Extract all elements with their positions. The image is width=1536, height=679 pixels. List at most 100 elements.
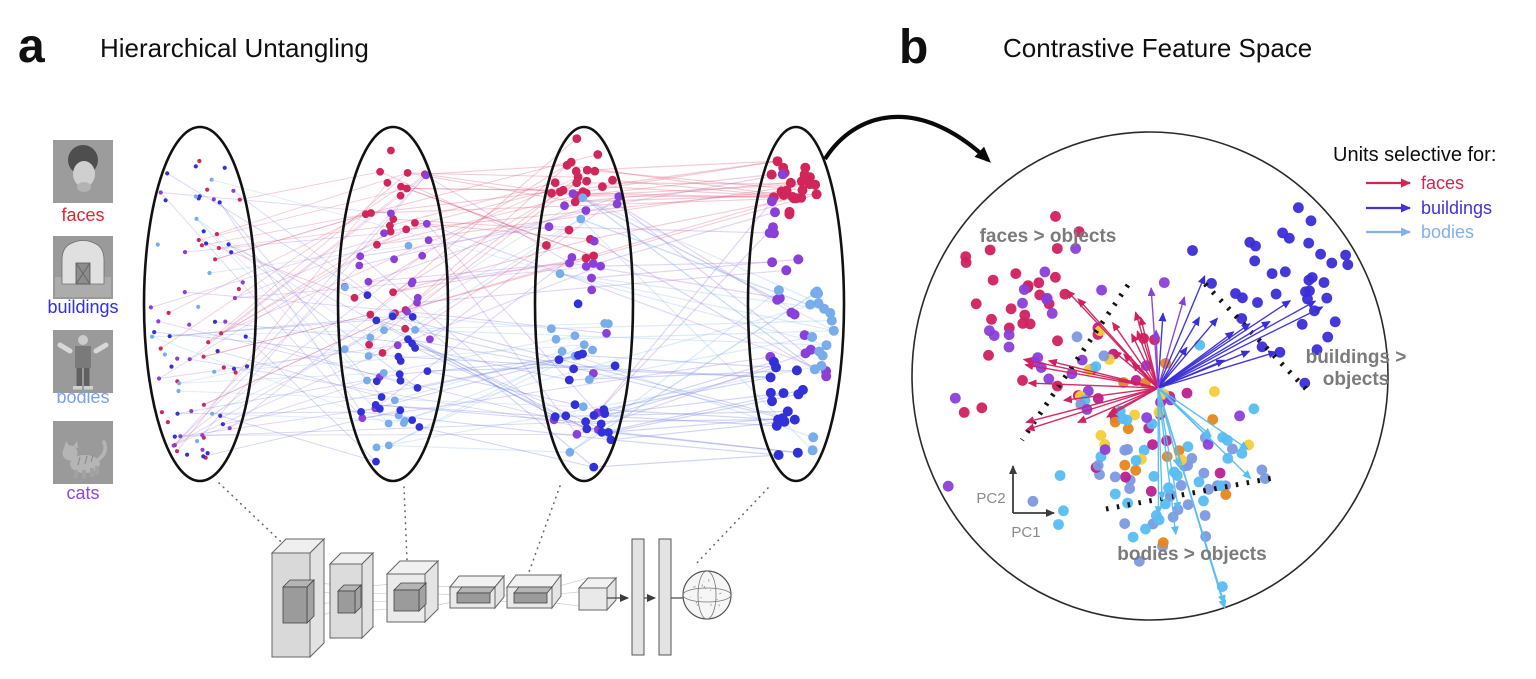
connection-line [616, 203, 795, 316]
selectivity-arrow [1066, 289, 1159, 389]
connection-line [214, 321, 413, 344]
connection-line [610, 439, 779, 456]
feature-dot [1186, 453, 1198, 464]
unit-dot [772, 156, 783, 167]
selectivity-arrow [1157, 350, 1278, 389]
unit-dot [610, 361, 620, 371]
unit-dot [372, 377, 381, 386]
feature-dot [1133, 555, 1145, 567]
feature-dot [1318, 277, 1330, 288]
feature-dot [1039, 266, 1051, 278]
pc-axes: PC2 PC1 [976, 465, 1055, 541]
connection-line [593, 414, 777, 427]
input-label-bodies: bodies [56, 387, 109, 407]
unit-dot [826, 315, 837, 326]
unit-dot [177, 381, 182, 386]
feature-dot [1041, 294, 1053, 305]
cnn-embedding-sphere [682, 570, 732, 620]
legend: Units selective for: faces buildings bod… [1333, 144, 1496, 242]
region-label-faces: faces > objects [980, 226, 1117, 247]
connection-line [219, 202, 362, 413]
layer-ellipse-4 [746, 125, 846, 483]
feature-dot [1148, 471, 1160, 482]
feature-dot [1003, 341, 1015, 353]
cat-head-shape [62, 445, 78, 461]
unit-dot [214, 232, 219, 237]
feature-dot [1303, 237, 1315, 249]
selectivity-arrow [1062, 387, 1159, 404]
feature-dot [1187, 245, 1198, 256]
feature-dot [1237, 292, 1248, 304]
connection-line [388, 302, 819, 425]
unit-dot [155, 242, 160, 247]
connection-line [234, 265, 601, 299]
connection-line [383, 335, 576, 374]
unit-dot [402, 225, 411, 234]
connection-line [361, 411, 611, 441]
unit-dot [189, 409, 194, 414]
selectivity-arrow [1024, 362, 1159, 389]
feature-dot [1109, 471, 1121, 483]
unit-dot [366, 310, 375, 319]
cnn-conv-layer-6 [577, 576, 618, 612]
connection-line [582, 197, 816, 370]
connection-line [407, 172, 576, 203]
unit-dot [587, 273, 596, 283]
feature-dot [1059, 288, 1071, 300]
connection-line [180, 407, 376, 437]
feature-dot [1266, 268, 1278, 279]
connection-line [196, 218, 371, 338]
feature-dot [1198, 467, 1210, 479]
unit-dot [819, 303, 830, 314]
unit-dot [582, 165, 592, 175]
connection-line [582, 197, 816, 370]
connection-line [575, 180, 802, 203]
connection-line [196, 218, 389, 424]
unit-dot [408, 416, 417, 424]
body-foot-left [73, 386, 82, 390]
unit-dot [175, 356, 180, 361]
feature-dot [942, 480, 954, 492]
connection-line [392, 238, 591, 293]
connection-line [359, 255, 555, 421]
connection-line [392, 182, 577, 293]
unit-dot [231, 188, 236, 193]
unit-dot [589, 251, 598, 261]
connection-line [217, 350, 382, 398]
connection-line [411, 262, 570, 284]
unit-dot [379, 369, 388, 377]
unit-dot [244, 364, 250, 369]
layer-connector-3 [528, 485, 561, 573]
connection-line [406, 190, 787, 230]
connection-line [203, 314, 371, 358]
unit-dot [355, 261, 364, 270]
sphere-speckle [692, 585, 696, 588]
unit-dot [358, 414, 367, 422]
unit-dot [558, 185, 568, 195]
feature-dot [1236, 447, 1248, 459]
connection-line [587, 169, 803, 191]
unit-dot [340, 345, 349, 354]
selectivity-arrow [1077, 387, 1159, 423]
connection-line [419, 426, 594, 468]
connection-line [375, 404, 602, 425]
unit-dot [158, 346, 163, 351]
cnn-conv-layer-1 [270, 537, 326, 659]
feature-dot [1092, 460, 1104, 471]
category-boundaries [1019, 282, 1310, 512]
layer-ellipse-1 [142, 125, 258, 483]
cat-stripe-3 [90, 454, 94, 463]
unit-dot [817, 350, 828, 361]
cnn-fc-layer-1 [631, 538, 645, 656]
unit-dot [792, 447, 803, 458]
unit-dot [397, 182, 405, 191]
feature-dot [1202, 439, 1214, 450]
unit-dot [572, 429, 582, 439]
connection-line [176, 182, 388, 452]
selectivity-arrows [1022, 274, 1324, 610]
feature-dot [1160, 498, 1171, 510]
input-tile-cats: cats [53, 421, 113, 503]
unit-dot [187, 322, 192, 327]
unit-dot [810, 288, 821, 299]
feature-dot [1311, 344, 1323, 356]
